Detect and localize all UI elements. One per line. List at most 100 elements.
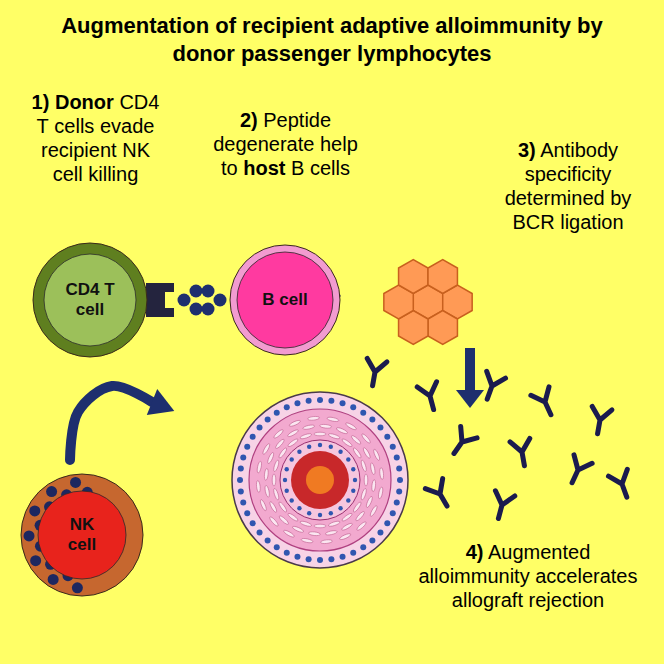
artery-lumen — [291, 451, 349, 509]
curved-arrow — [70, 386, 152, 460]
artery-media — [249, 409, 391, 551]
arrow-head — [456, 390, 484, 408]
antibody — [531, 387, 560, 419]
smooth-muscle-cell — [314, 524, 326, 528]
endothelial-dot — [329, 445, 333, 449]
smooth-muscle-cell — [319, 424, 331, 429]
granule-dot — [30, 555, 41, 566]
antibody — [563, 455, 592, 487]
smooth-muscle-cell — [373, 449, 381, 461]
arrow-shaft — [465, 348, 475, 392]
antibody-shape — [446, 426, 477, 459]
cell-label: B cell — [245, 290, 325, 310]
smooth-muscle-cell — [275, 438, 286, 449]
antibody-shape — [363, 358, 387, 387]
word: Augmented — [488, 541, 590, 563]
nucleus-dot — [244, 444, 250, 450]
cell-membrane — [230, 245, 340, 355]
smooth-muscle-cell — [341, 522, 353, 531]
nucleus-dot — [284, 550, 290, 556]
nucleus-dot — [265, 537, 271, 543]
smooth-muscle-cell — [264, 468, 269, 480]
antibody — [510, 438, 534, 467]
smooth-muscle-cell — [341, 512, 353, 522]
statement-text: 2) Peptide degenerate help to host B cel… — [208, 108, 363, 180]
word: Donor — [55, 91, 114, 113]
word: recipient — [41, 139, 117, 161]
granule-dot — [46, 486, 57, 497]
nucleus-dot — [328, 556, 334, 562]
smooth-muscle-cell — [278, 447, 288, 459]
smooth-muscle-cell — [273, 488, 280, 501]
word: cells — [310, 157, 350, 179]
nucleus-dot — [328, 398, 334, 404]
cell-nucleus — [44, 254, 136, 346]
antibody-shape — [510, 438, 534, 467]
word: accelerates — [535, 565, 637, 587]
antibody — [417, 382, 443, 412]
nucleus-dot — [238, 488, 244, 494]
word: ligation — [560, 211, 623, 233]
word: Antibody — [540, 139, 618, 161]
b-cell: B cell — [229, 244, 341, 356]
word: determined — [505, 187, 605, 209]
nucleus-dot — [257, 529, 263, 535]
smooth-muscle-cell — [365, 496, 373, 508]
granule-dot — [29, 505, 40, 516]
antigen-hexagon — [399, 260, 428, 294]
word: rejection — [529, 589, 605, 611]
nucleus-dot — [240, 454, 246, 460]
antibody — [478, 371, 506, 402]
endothelial-dot — [307, 445, 311, 449]
artery-cross-section — [232, 392, 408, 568]
smooth-muscle-cell — [264, 485, 270, 497]
nucleus-dot — [284, 404, 290, 410]
word: by — [610, 187, 631, 209]
nucleus-dot — [390, 444, 396, 450]
endothelial-dot — [307, 511, 311, 515]
nucleus-dot — [369, 537, 375, 543]
nucleus-dot — [274, 544, 280, 550]
antigen-hexagon — [428, 311, 457, 345]
smooth-muscle-cell — [256, 461, 262, 473]
endothelial-dot — [318, 513, 322, 517]
antibody — [363, 358, 387, 387]
word: host — [243, 157, 285, 179]
cell-nucleus — [38, 491, 126, 579]
smooth-muscle-cell — [262, 443, 271, 455]
granule-dot — [24, 530, 35, 541]
smooth-muscle-cell — [303, 424, 315, 430]
peptide-mhc-dot — [214, 294, 227, 307]
smooth-muscle-cell — [300, 520, 313, 527]
nucleus-dot — [384, 434, 390, 440]
smooth-muscle-cell — [327, 416, 339, 422]
smooth-muscle-cell — [283, 529, 295, 538]
word: B — [291, 157, 304, 179]
cell-text-block: CD4 T cell — [64, 280, 116, 319]
smooth-muscle-cell — [300, 433, 313, 440]
smooth-muscle-cell — [308, 531, 320, 536]
cell-text-block: NK cell — [59, 515, 105, 554]
endothelial-dot — [338, 506, 342, 510]
smooth-muscle-cell — [287, 438, 299, 448]
nucleus-dot — [390, 510, 396, 516]
endothelial-dot — [297, 449, 301, 453]
antigen-cluster — [384, 260, 472, 345]
nucleus-dot — [394, 500, 400, 506]
nucleus-dot — [377, 425, 383, 431]
smooth-muscle-cell — [352, 501, 362, 513]
peptide-mhc-dot — [202, 303, 215, 316]
t-cell-receptor — [146, 283, 174, 317]
nucleus-dot — [384, 520, 390, 526]
cell-label: NK cell — [59, 515, 105, 554]
smooth-muscle-cell — [341, 438, 353, 448]
smooth-muscle-cell — [278, 501, 288, 513]
smooth-muscle-cell — [273, 429, 284, 440]
smooth-muscle-cell — [356, 521, 367, 532]
nucleus-dot — [317, 397, 323, 403]
statement-text: 1) Donor CD4 T cells evade recipient NK … — [28, 90, 163, 186]
nucleus-dot — [396, 466, 402, 472]
antibody-shape — [478, 371, 506, 402]
word: Peptide — [263, 109, 331, 131]
antibody-shape — [588, 406, 612, 435]
